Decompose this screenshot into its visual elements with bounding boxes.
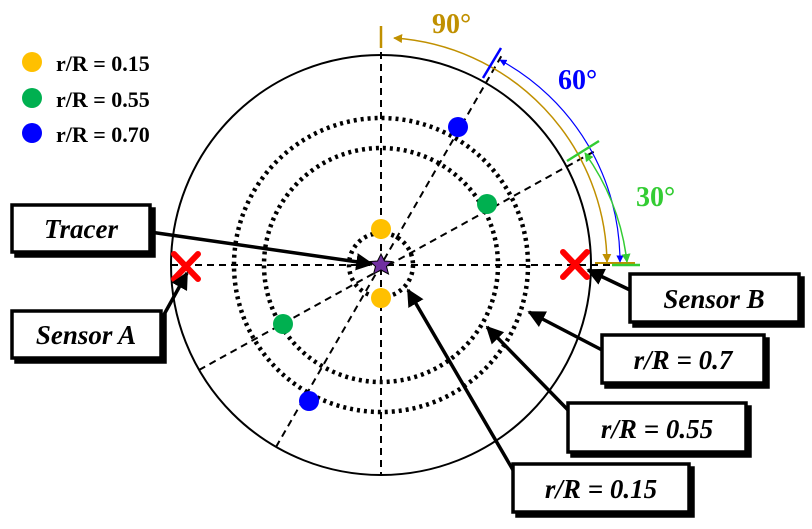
point-yellow-bottom (371, 288, 391, 308)
angle-arcs (379, 26, 640, 267)
radial-line-60 (275, 54, 503, 448)
point-yellow-top (371, 219, 391, 239)
ring-070-leader (527, 310, 603, 352)
tracer-label: Tracer (44, 214, 118, 244)
tracer-label-box: Tracer (10, 203, 152, 254)
arc-60-tick (481, 47, 503, 79)
sensor-a-label: Sensor A (36, 320, 136, 350)
ring-070-label-box: r/R = 0.7 (600, 333, 766, 385)
ring-070 (231, 115, 531, 415)
point-green-upper (477, 194, 497, 214)
angle-label-90: 90° (432, 9, 471, 40)
sensor-b-label-box: Sensor B (628, 272, 801, 324)
ring-015-leader (406, 288, 515, 471)
tracer-leader (149, 230, 374, 271)
arc-30 (584, 152, 631, 263)
sensor-b-leader (586, 268, 631, 292)
ring-015-label: r/R = 0.15 (545, 474, 657, 504)
ring-015-label-box: r/R = 0.15 (511, 462, 691, 514)
ring-055-leader (485, 325, 570, 412)
sensor-a-leader (159, 271, 189, 321)
legend-swatch-070 (22, 123, 42, 143)
point-blue-upper (448, 117, 468, 137)
point-blue-lower (299, 391, 319, 411)
ring-055-label: r/R = 0.55 (601, 414, 713, 444)
legend-swatch-015 (22, 52, 42, 72)
ring-055 (261, 145, 501, 385)
legend-swatch-055 (22, 88, 42, 108)
sensor-a-label-box: Sensor A (10, 309, 163, 360)
legend-label-055: r/R = 0.55 (56, 87, 150, 112)
arc-30-tick-top (566, 139, 600, 163)
legend-label-015: r/R = 0.15 (56, 51, 150, 76)
sensor-b-label: Sensor B (663, 284, 764, 314)
legend: r/R = 0.15 r/R = 0.55 r/R = 0.70 (22, 51, 150, 147)
legend-label-070: r/R = 0.70 (56, 122, 150, 147)
angle-label-30: 30° (636, 182, 675, 213)
ring-070-label: r/R = 0.7 (634, 345, 734, 375)
angle-label-60: 60° (558, 65, 597, 96)
ring-055-label-box: r/R = 0.55 (566, 401, 748, 454)
point-green-lower (273, 314, 293, 334)
leader-arrows (149, 230, 631, 471)
